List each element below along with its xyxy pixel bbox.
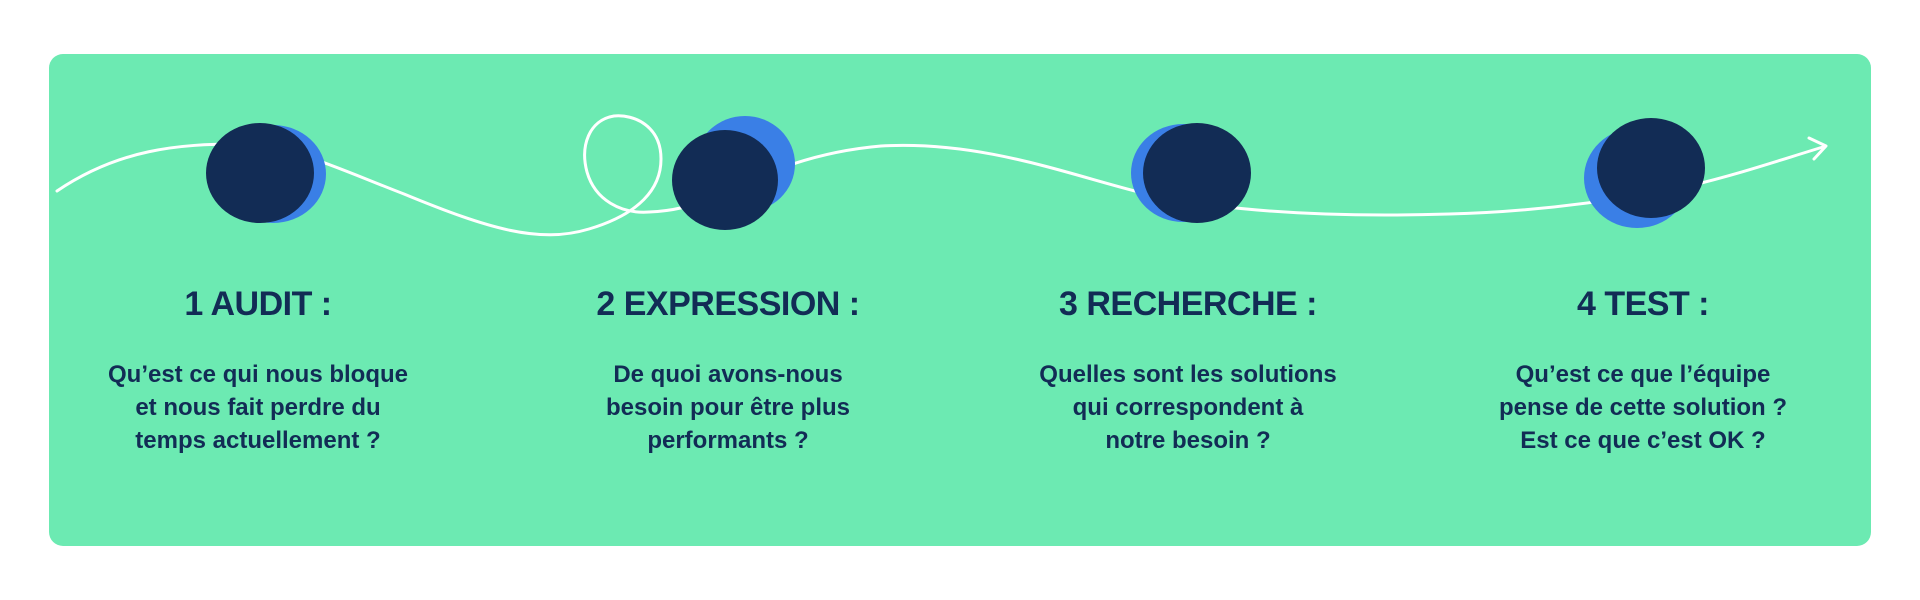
step-2-title: 2 EXPRESSION : (596, 285, 860, 323)
step-3: 3 RECHERCHE : Quelles sont les solutions… (978, 280, 1398, 457)
step-4-dot (1597, 118, 1705, 218)
step-1-description: Qu’est ce qui nous bloque et nous fait p… (107, 361, 409, 454)
step-3-description: Quelles sont les solutions qui correspon… (1039, 361, 1337, 454)
flow-path (55, 114, 1825, 237)
step-2-dot (672, 130, 778, 230)
process-panel: 1 AUDIT : Qu’est ce qui nous bloque et n… (49, 54, 1871, 546)
arrow-head-icon (1807, 136, 1828, 161)
step-4: 4 TEST : Qu’est ce que l’équipe pense de… (1433, 280, 1853, 457)
step-2: 2 EXPRESSION : De quoi avons-nous besoin… (518, 280, 938, 457)
step-1-title: 1 AUDIT : (184, 285, 332, 323)
flow-diagram (55, 114, 1828, 237)
step-3-title: 3 RECHERCHE : (1059, 285, 1317, 323)
step-1: 1 AUDIT : Qu’est ce qui nous bloque et n… (49, 280, 468, 457)
step-3-dot (1143, 123, 1251, 223)
step-1-dot (206, 123, 314, 223)
step-4-description: Qu’est ce que l’équipe pense de cette so… (1498, 361, 1788, 454)
step-4-title: 4 TEST : (1576, 285, 1710, 323)
step-2-description: De quoi avons-nous besoin pour être plus… (605, 361, 851, 454)
